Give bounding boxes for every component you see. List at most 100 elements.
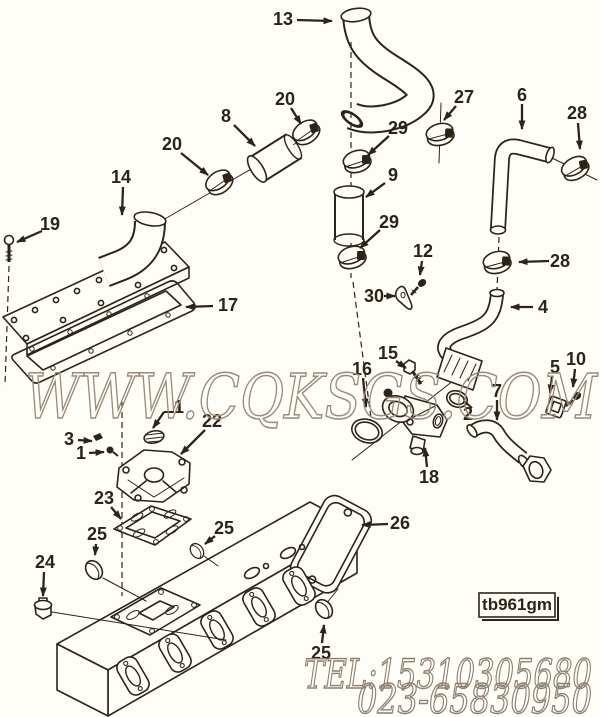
figure-code-box: tb961gm: [478, 592, 559, 621]
part-label-19: 19: [40, 214, 60, 234]
part-label-7: 7: [492, 381, 502, 401]
part-label-9: 9: [388, 165, 398, 185]
label-arrow-23: [110, 506, 122, 520]
label-arrow-16: [361, 377, 369, 408]
part-4-tube: [436, 288, 505, 391]
part-label-16: 16: [352, 359, 372, 379]
label-arrow-26: [361, 521, 389, 529]
label-arrow-27: [443, 105, 457, 121]
part-label-28: 28: [567, 103, 587, 123]
part-label-25: 25: [214, 518, 234, 538]
part-label-30: 30: [364, 286, 384, 306]
part-1-plug: [143, 429, 165, 445]
figure-code: tb961gm: [482, 595, 552, 614]
part-18-housing: [381, 388, 448, 456]
contact-phone-2: 023-65830950: [357, 677, 592, 717]
part-13-hose: [340, 7, 435, 134]
label-arrow-3: [77, 436, 93, 444]
part-label-29: 29: [379, 212, 399, 232]
label-arrow-12: [417, 260, 425, 276]
part-label-10: 10: [566, 349, 586, 369]
part-14-cover-plate: [2, 241, 190, 356]
part-label-27: 27: [454, 87, 474, 107]
part-10-screw: [565, 392, 582, 407]
part-label-13: 13: [273, 9, 293, 29]
part-17-gasket: [11, 280, 196, 384]
part-label-1: 1: [76, 443, 86, 463]
part-label-25: 25: [87, 524, 107, 544]
part-25-plug-b: [186, 540, 208, 562]
part-3-washer: [93, 433, 103, 441]
part-28-clamp-a: [557, 151, 594, 186]
part-label-23: 23: [94, 488, 114, 508]
part-1-screw: [106, 446, 119, 457]
part-label-4: 4: [538, 297, 548, 317]
part-label-22: 22: [202, 411, 222, 431]
label-arrow-29: [367, 135, 390, 156]
part-29-clamp-a: [340, 146, 375, 177]
label-arrow-25: [92, 543, 100, 556]
part-label-12: 12: [413, 241, 433, 261]
watermark-text: WWW.CQKSGS.COM: [25, 360, 598, 433]
label-arrow-14: [118, 186, 126, 216]
part-label-26: 26: [390, 513, 410, 533]
part-23-gasket: [113, 505, 192, 546]
part-5-nut: [545, 395, 567, 419]
manifold-mounting-pad: [110, 587, 201, 636]
label-arrow-1: [152, 411, 165, 429]
plug-leader-lines: [51, 555, 339, 641]
label-arrow-9: [365, 182, 386, 198]
part-30-clip: [394, 285, 413, 310]
part-label-8: 8: [221, 106, 231, 126]
part-14-intake-elbow: [98, 211, 167, 287]
part-8-sleeve: [246, 133, 303, 183]
label-arrow-22: [180, 429, 206, 455]
part-25-plug-c: [311, 595, 337, 623]
part-28-clamp-b: [480, 247, 515, 278]
label-arrow-28: [518, 258, 550, 266]
part-label-3: 3: [64, 429, 74, 449]
part-label-17: 17: [218, 295, 238, 315]
part-label-25: 25: [311, 643, 331, 663]
part-label-1: 1: [174, 397, 184, 417]
label-arrow-20: [290, 107, 302, 125]
label-arrow-19: [16, 229, 43, 244]
part-9-tube: [333, 185, 365, 247]
contact-phone-1: TEL:15310305680: [304, 652, 592, 698]
part-label-20: 20: [162, 134, 182, 154]
part-7-hose: [466, 419, 552, 483]
label-arrow-28: [575, 122, 583, 150]
label-arrow-18: [422, 447, 430, 468]
part-label-14: 14: [111, 167, 131, 187]
label-arrow-25: [204, 535, 216, 545]
part-label-28: 28: [550, 251, 570, 271]
part-25-plug-a: [81, 556, 107, 584]
part-label-24: 24: [35, 552, 55, 572]
part-label-5: 5: [550, 357, 560, 377]
part-label-18: 18: [419, 467, 439, 487]
label-arrow-29: [359, 229, 381, 249]
label-arrow-20: [180, 152, 209, 176]
label-arrow-8: [233, 124, 256, 147]
label-arrow-24: [39, 571, 47, 597]
label-arrow-15: [395, 360, 407, 369]
label-arrow-5: [547, 376, 555, 394]
part-27-clamp-ring: [423, 119, 458, 150]
part-24-plug: [33, 597, 53, 620]
part-label-6: 6: [517, 85, 527, 105]
part-22-cover: [116, 449, 191, 503]
label-arrow-25: [319, 624, 327, 644]
part-label-20: 20: [275, 89, 295, 109]
part-19-bolt: [3, 234, 15, 262]
part-label-2: 2: [463, 404, 473, 424]
part-label-15: 15: [378, 343, 398, 363]
label-arrow-17: [185, 303, 214, 311]
part-15-bolt: [403, 359, 424, 385]
part-6-hose: [489, 138, 555, 235]
part-label-29: 29: [388, 118, 408, 138]
label-arrow-10: [570, 368, 578, 388]
label-leader-2: [463, 400, 473, 409]
